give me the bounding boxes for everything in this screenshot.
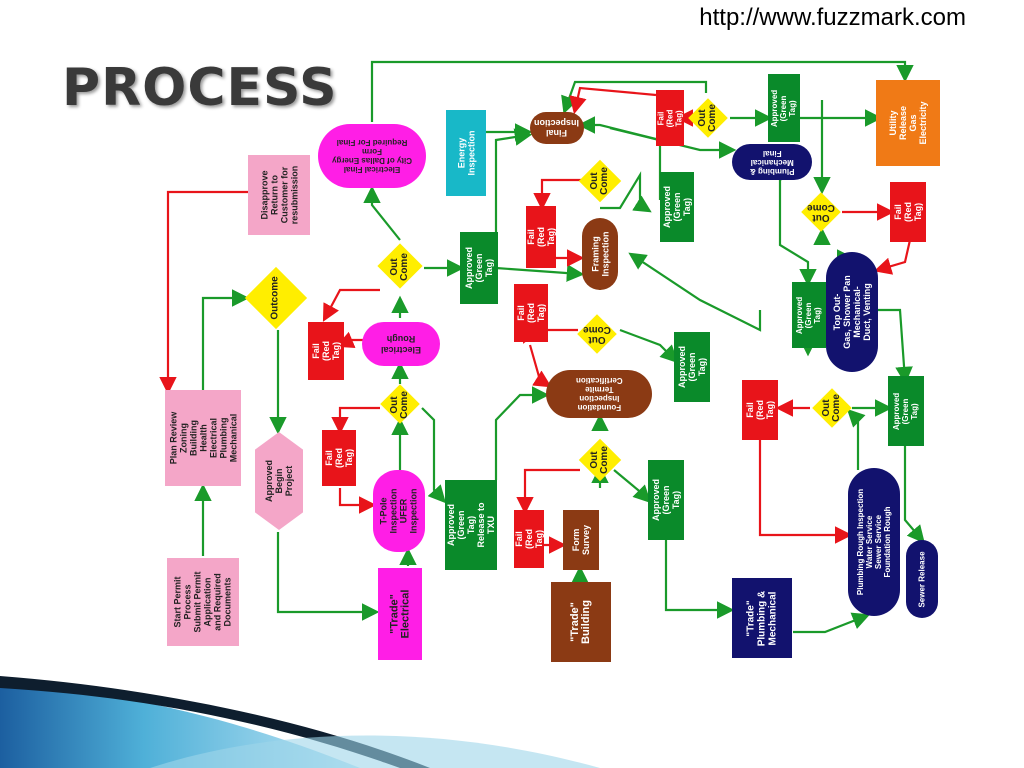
top-out-box[interactable]: Top Out- Gas, Shower Pan Mechanical- Duc… — [826, 252, 878, 372]
trade-plumbing-box[interactable]: "Trade" Plumbing & Mechanical — [732, 578, 792, 658]
approved-form-box[interactable]: Approved (Green Tag) — [648, 460, 684, 540]
approved-txu-box[interactable]: Approved (Green Tag) Release to TXU — [445, 480, 497, 570]
energy-inspection-box[interactable]: Energy Inspection — [446, 110, 486, 196]
tpole-box[interactable]: T-Pole Inspection UFER Inspection — [373, 470, 425, 552]
fail-erough-label: Fail (Red Tag) — [311, 341, 341, 361]
decorative-swoosh — [0, 676, 600, 768]
fail-final-box[interactable]: Fail (Red Tag) — [656, 90, 684, 146]
plan-review-box[interactable]: Plan Review Zoning Building Health Elect… — [165, 390, 241, 486]
approved-found-label: Approved (Green Tag) — [677, 345, 708, 389]
disapprove-label: Disapprove Return to Customer for resubm… — [259, 165, 299, 225]
sewer-release-label: Sewer Release — [917, 550, 927, 608]
tpole-label: T-Pole Inspection UFER Inspection — [378, 488, 419, 534]
fail-form-box[interactable]: Fail (Red Tag) — [514, 510, 544, 568]
disapprove-box[interactable]: Disapprove Return to Customer for resubm… — [248, 155, 310, 235]
fail-found-label: Fail (Red Tag) — [516, 303, 546, 323]
trade-building-box[interactable]: "Trade" Building — [551, 582, 611, 662]
final-inspection-box[interactable]: Final Inspection — [530, 112, 584, 144]
approved-erough-box[interactable]: Approved (Green Tag) — [460, 232, 498, 304]
fail-framing-box[interactable]: Fail (Red Tag) — [526, 206, 556, 268]
foundation-label: Foundation Inspection Termite Certificat… — [575, 376, 623, 412]
plan-review-label: Plan Review Zoning Building Health Elect… — [168, 411, 238, 465]
outcome-main-label: Outcome — [270, 276, 281, 320]
approved-txu-label: Approved (Green Tag) Release to TXU — [446, 502, 496, 548]
framing-box[interactable]: Framing Inspection — [582, 218, 618, 290]
page-title: PROCESS — [62, 58, 338, 118]
fail-tpole-label: Fail (Red Tag) — [324, 448, 354, 468]
plumbing-rough-label: Plumbing Rough Inspection Water Service … — [856, 488, 892, 596]
start-permit-box[interactable]: Start Permit Process Submit Permit Appli… — [167, 558, 239, 646]
foundation-box[interactable]: Foundation Inspection Termite Certificat… — [546, 370, 652, 418]
outcome-found-label: Out Come — [583, 324, 611, 345]
approved-topout-box[interactable]: Approved (Green Tag) — [792, 282, 826, 348]
utility-release-label: Utility Release Gas Electricity — [888, 101, 928, 145]
approved-erough-label: Approved (Green Tag) — [464, 246, 495, 290]
outcome-prough-label: Out Come — [821, 394, 842, 422]
approved-form-label: Approved (Green Tag) — [651, 478, 682, 522]
approved-final-box[interactable]: Approved (Green Tag) — [768, 74, 800, 142]
outcome-pfinal-label: Out Come — [807, 202, 835, 223]
electrical-final-label: Electrical Final City of Dallas Energy F… — [331, 138, 413, 174]
fail-framing-label: Fail (Red Tag) — [526, 227, 556, 247]
final-inspection-label: Final Inspection — [534, 118, 580, 138]
outcome-framing-label: Out Come — [589, 167, 610, 195]
outcome-tpole-label: Out Come — [389, 391, 410, 419]
energy-inspection-label: Energy Inspection — [456, 130, 477, 176]
plumbing-rough-box[interactable]: Plumbing Rough Inspection Water Service … — [848, 468, 900, 616]
approved-prough-label: Approved (Green Tag) — [892, 392, 920, 430]
start-permit-label: Start Permit Process Submit Permit Appli… — [172, 571, 233, 633]
approved-framing-label: Approved (Green Tag) — [662, 185, 693, 229]
plumbing-final-box[interactable]: Plumbing & Mechanical Final — [732, 144, 812, 180]
fail-found-box[interactable]: Fail (Red Tag) — [514, 284, 548, 342]
approved-final-label: Approved (Green Tag) — [770, 89, 798, 127]
outcome-final-label: Out Come — [697, 104, 718, 132]
top-out-label: Top Out- Gas, Shower Pan Mechanical- Duc… — [832, 275, 872, 349]
fail-tpole-box[interactable]: Fail (Red Tag) — [322, 430, 356, 486]
approved-prough-box[interactable]: Approved (Green Tag) — [888, 376, 924, 446]
electrical-final-box[interactable]: Electrical Final City of Dallas Energy F… — [318, 124, 426, 188]
form-survey-box[interactable]: Form Survey — [563, 510, 599, 570]
url-text[interactable]: http://www.fuzzmark.com — [699, 4, 966, 31]
trade-electrical-box[interactable]: "Trade" Electrical — [378, 568, 422, 660]
framing-label: Framing Inspection — [590, 231, 611, 277]
fail-prough-label: Fail (Red Tag) — [745, 400, 775, 420]
electrical-rough-label: Electrical Rough — [380, 334, 422, 355]
electrical-rough-box[interactable]: Electrical Rough — [362, 322, 440, 366]
approved-begin-box[interactable]: Approved Begin Project — [255, 432, 303, 530]
trade-electrical-label: "Trade" Electrical — [388, 589, 412, 639]
trade-building-label: "Trade" Building — [569, 600, 592, 644]
fail-pfinal-box[interactable]: Fail (Red Tag) — [890, 182, 926, 242]
fail-form-label: Fail (Red Tag) — [514, 529, 544, 549]
fail-pfinal-label: Fail (Red Tag) — [893, 202, 923, 222]
approved-topout-label: Approved (Green Tag) — [795, 296, 823, 334]
fail-final-label: Fail (Red Tag) — [656, 109, 684, 127]
outcome-form-label: Out Come — [589, 446, 610, 474]
outcome-erough-label: Out Come — [389, 253, 410, 281]
approved-found-box[interactable]: Approved (Green Tag) — [674, 332, 710, 402]
fail-prough-box[interactable]: Fail (Red Tag) — [742, 380, 778, 440]
utility-release-box[interactable]: Utility Release Gas Electricity — [876, 80, 940, 166]
trade-plumbing-label: "Trade" Plumbing & Mechanical — [745, 590, 779, 646]
form-survey-label: Form Survey — [571, 524, 591, 556]
plumbing-final-label: Plumbing & Mechanical Final — [749, 148, 795, 176]
fail-erough-box[interactable]: Fail (Red Tag) — [308, 322, 344, 380]
sewer-release-box[interactable]: Sewer Release — [906, 540, 938, 618]
approved-begin-label: Approved Begin Project — [263, 459, 294, 503]
approved-framing-box[interactable]: Approved (Green Tag) — [660, 172, 694, 242]
